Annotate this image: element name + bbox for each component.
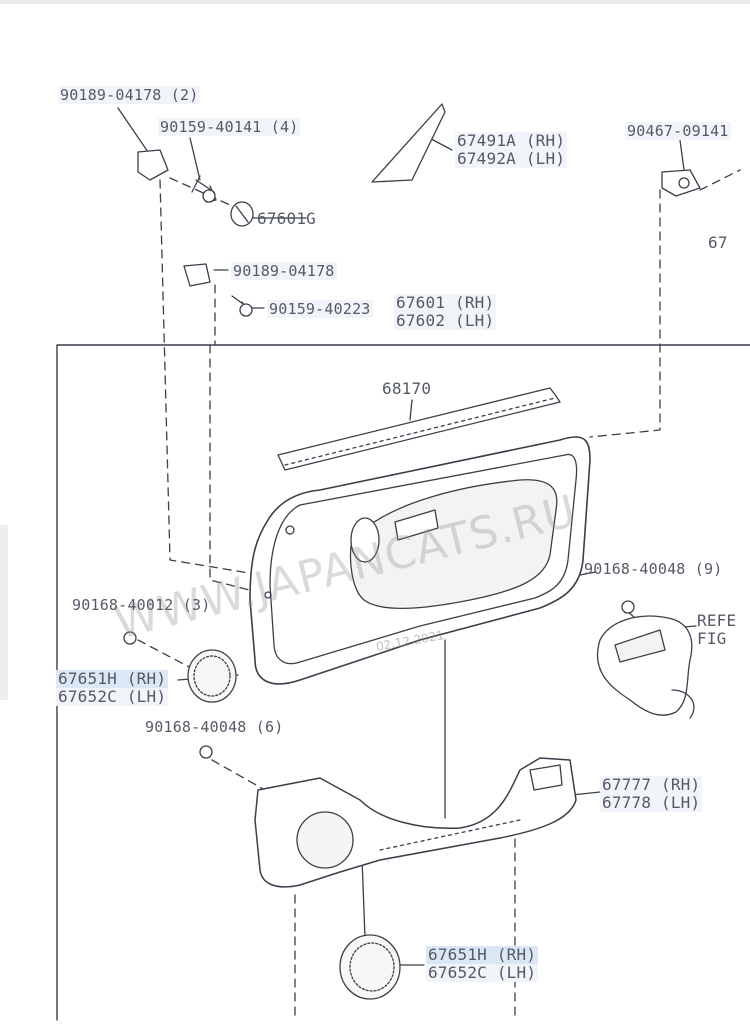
leader-line [579, 571, 597, 576]
door-panel-inner [269, 453, 578, 665]
pull-handle [596, 615, 693, 716]
part-label: 67652C (LH) [426, 963, 539, 982]
screw-head [202, 189, 216, 203]
part-label: 67 [708, 233, 728, 252]
dashed-guide [589, 189, 661, 438]
speaker-hole-lower [296, 811, 354, 869]
part-label: 90159-40223 [267, 300, 373, 318]
leader-line [117, 107, 149, 153]
leader-line [361, 857, 366, 939]
reference-label: FIG [697, 629, 727, 648]
clip-mid [183, 263, 211, 287]
speaker-grille-lower [339, 934, 401, 1000]
leader-line [571, 791, 601, 796]
part-label: 67652C (LH) [56, 687, 169, 706]
clip-right [661, 169, 701, 197]
part-label: 90168-40012 (3) [72, 596, 211, 614]
door-handle-recess [394, 509, 439, 541]
part-label: 67778 (LH) [600, 793, 703, 812]
part-label: 67601G [257, 209, 316, 228]
dashed-guide [211, 759, 266, 791]
reference-label: REFE [697, 611, 737, 630]
part-label: 90189-04178 (2) [58, 86, 201, 104]
part-label: 68170 [382, 379, 432, 398]
part-label: 90159-40141 (4) [158, 118, 301, 136]
triangle-cover [371, 103, 446, 183]
speaker-hole [350, 517, 380, 563]
dashed-guide [169, 177, 231, 206]
part-label: 90189-04178 [231, 262, 337, 280]
part-label: 67777 (RH) [600, 775, 703, 794]
part-label: 90467-09141 [625, 122, 731, 140]
leader-line [409, 399, 413, 421]
leader-line [679, 139, 685, 171]
armrest-recess [349, 479, 558, 609]
leader-line [189, 137, 201, 181]
left-scroll-strip [0, 525, 8, 700]
part-label-highlighted: 67651H (RH) [56, 669, 169, 688]
part-label-highlighted: 67651H (RH) [426, 945, 539, 964]
top-edge [0, 0, 750, 4]
part-label: 67601 (RH) [394, 293, 497, 312]
speaker-grille-upper [187, 649, 237, 703]
dashed-guide [699, 169, 741, 191]
part-label: 67602 (LH) [394, 311, 497, 330]
part-label: 90168-40048 (9) [584, 560, 723, 578]
dashed-guide [137, 639, 196, 671]
part-label: 90168-40048 (6) [145, 718, 284, 736]
part-label: 67491A (RH) [455, 131, 568, 150]
part-label: 67492A (LH) [455, 149, 568, 168]
screw-9 [621, 600, 635, 614]
dashed-guide [159, 179, 353, 591]
screw-3 [123, 631, 137, 645]
clip-part [137, 149, 169, 181]
screw-6 [199, 745, 213, 759]
